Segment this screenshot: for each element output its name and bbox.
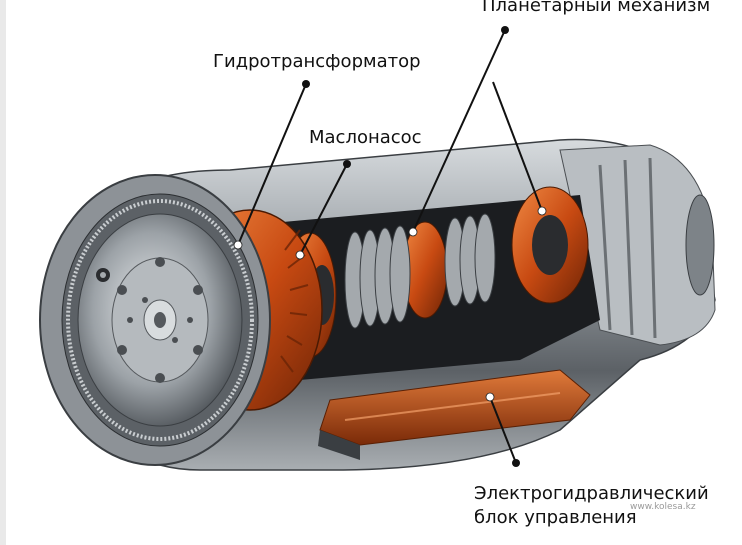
leader-dots: [302, 26, 520, 467]
label-planetary-mechanism: Планетарный механизм: [482, 0, 711, 16]
watermark: www.kolesa.kz: [630, 502, 696, 512]
target-markers: [233, 206, 547, 402]
label-valve-body-line1: Электрогидравлический: [474, 483, 709, 504]
label-torque-converter: Гидротрансформатор: [213, 51, 421, 72]
valve-body-highlight: [318, 369, 591, 460]
leader-lines: [237, 29, 543, 464]
label-valve-body-line2: блок управления: [474, 507, 637, 528]
planetary-gearset-highlight: [344, 186, 589, 329]
flywheel: [39, 174, 271, 466]
label-oil-pump: Маслонасос: [309, 127, 422, 148]
left-edge-strip: [0, 0, 6, 545]
label-valve-body: Электрогидравлический блок управления: [474, 482, 709, 530]
